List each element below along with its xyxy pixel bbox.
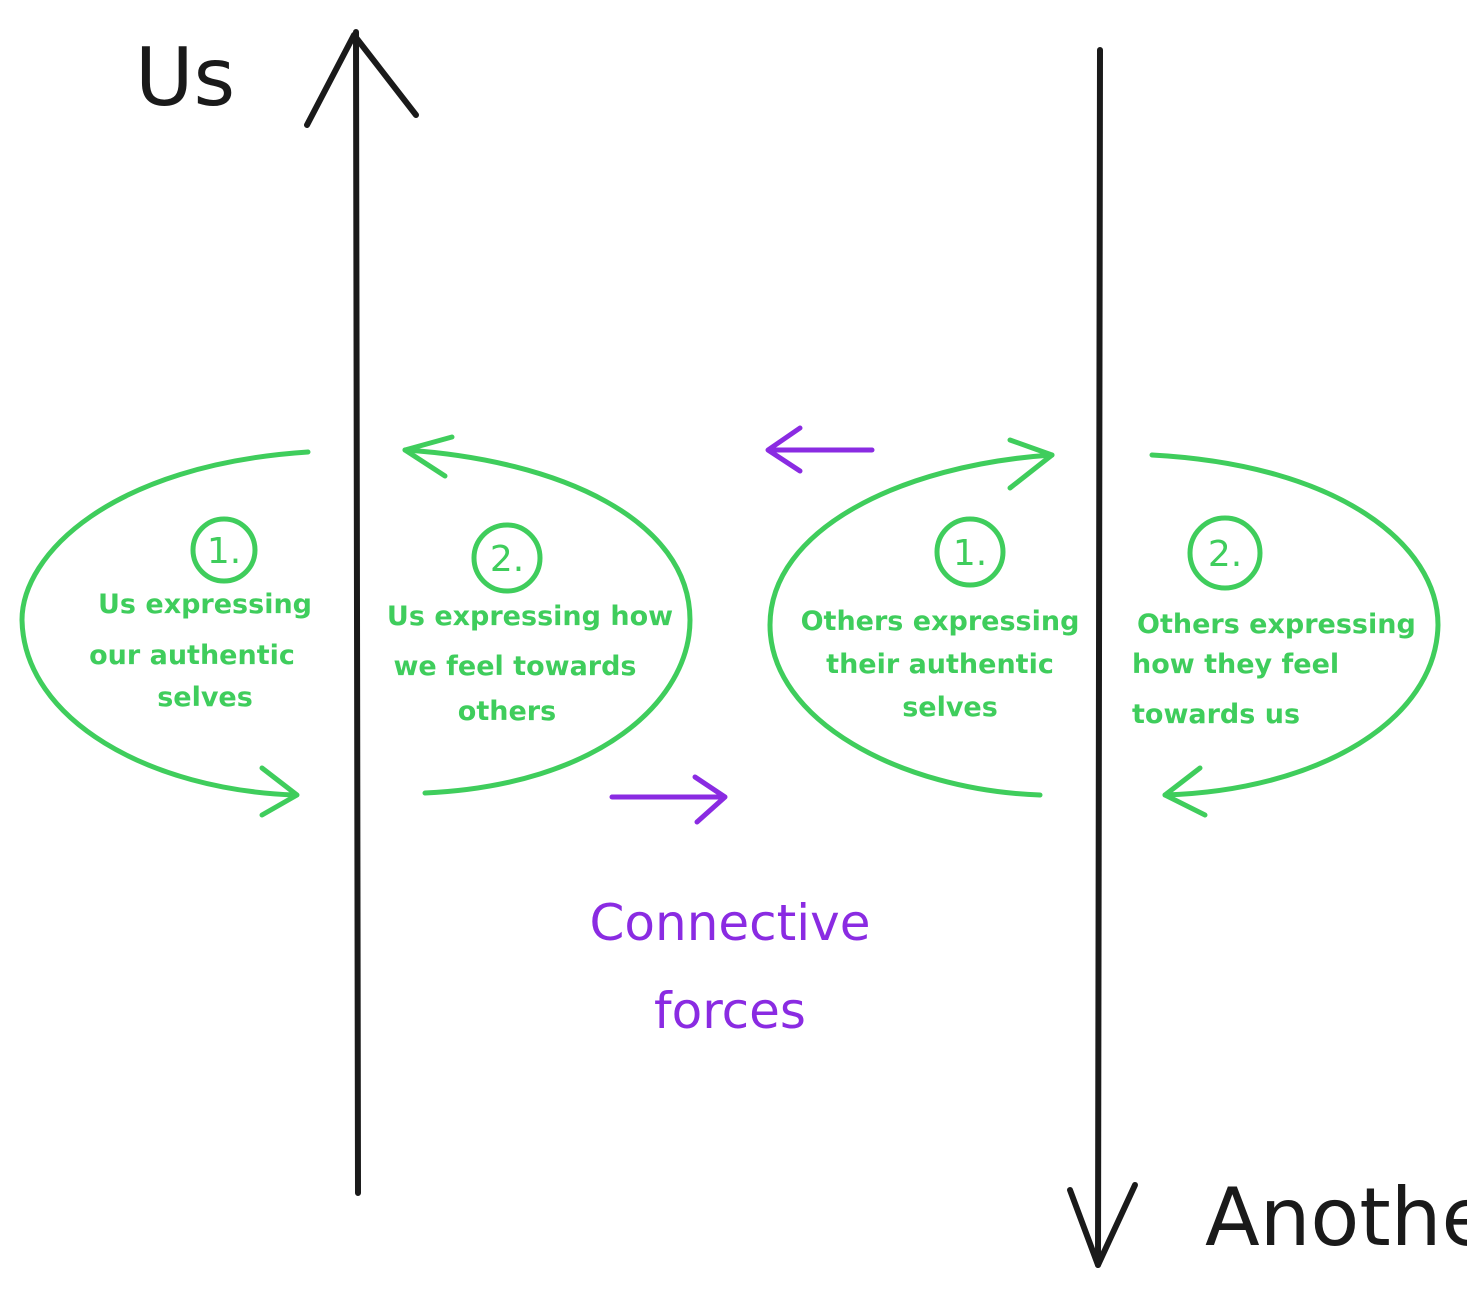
- down-arrowhead-icon: [1067, 1182, 1138, 1268]
- loop-arc: [1149, 452, 1441, 798]
- arrowhead-icon: [259, 765, 300, 818]
- number-circle: [1187, 515, 1263, 591]
- up-arrowhead-icon: [304, 32, 419, 128]
- loop-text-line: selves: [157, 682, 253, 713]
- loop-text-line: Others expressing: [1137, 609, 1416, 640]
- loop-text-line: others: [458, 696, 556, 727]
- another-label: Another: [1205, 1171, 1467, 1264]
- loop-text-line: their authentic: [826, 649, 1054, 680]
- loop-text-line: Others expressing: [801, 606, 1080, 637]
- loop-text-line: Us expressing: [98, 589, 312, 620]
- us-label: Us: [135, 31, 235, 124]
- loop-text-line: towards us: [1132, 699, 1300, 730]
- number-circle: [190, 516, 258, 584]
- loop-text-line: selves: [902, 692, 998, 723]
- loop-number: 1.: [953, 533, 987, 574]
- loop-number: 1.: [207, 531, 241, 572]
- loop-number: 2.: [490, 539, 524, 580]
- loop-text-line: Us expressing how: [387, 601, 673, 632]
- forces-label: forces: [654, 982, 806, 1040]
- loop-others-feelings: 2. Others expressing how they feel towar…: [1132, 452, 1441, 818]
- arrowhead-icon: [1162, 765, 1208, 818]
- number-circle: [471, 522, 543, 594]
- loop-text-line: our authentic: [89, 640, 295, 671]
- loop-number: 2.: [1208, 534, 1242, 575]
- number-circle: [934, 516, 1006, 588]
- connective-label: Connective: [590, 894, 871, 952]
- loop-text-line: we feel towards: [393, 651, 636, 682]
- arrowhead-icon: [402, 434, 455, 479]
- loop-us-authentic: 1. Us expressing our authentic selves: [19, 449, 312, 818]
- another-axis: Another: [1067, 47, 1467, 1268]
- left-arrowhead-icon: [765, 425, 803, 474]
- arrowhead-icon: [1007, 437, 1055, 491]
- loop-others-authentic: 1. Others expressing their authentic sel…: [767, 437, 1080, 798]
- another-axis-line: [1095, 47, 1103, 1268]
- loop-arc: [402, 447, 693, 796]
- us-axis: Us: [135, 29, 419, 1196]
- connective-forces: Connective forces: [590, 425, 875, 1040]
- loop-arc: [19, 449, 311, 798]
- loop-us-feelings: 2. Us expressing how we feel towards oth…: [387, 434, 693, 796]
- loop-arc: [767, 452, 1055, 798]
- right-arrowhead-icon: [692, 774, 728, 825]
- us-axis-line: [353, 29, 361, 1196]
- loop-text-line: how they feel: [1132, 649, 1339, 680]
